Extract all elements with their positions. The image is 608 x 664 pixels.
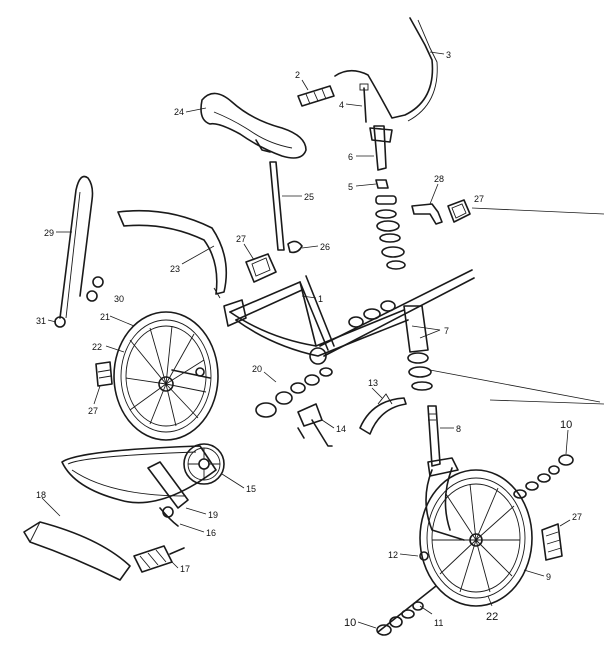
callout-12: 12: [388, 550, 398, 560]
callout-30: 30: [114, 294, 124, 304]
handlebar: [334, 17, 434, 119]
stem-bolt-head: [359, 83, 369, 91]
callout-27b: 27: [236, 234, 246, 244]
callout-13: 13: [368, 378, 378, 388]
sissy-bar: [59, 175, 94, 319]
fork-stem: [427, 405, 441, 467]
front-axle-stack-upper: [513, 454, 574, 499]
front-axle-stack-lower: [376, 585, 437, 636]
chain-guard-small: [359, 397, 407, 435]
callout-15: 15: [246, 484, 256, 494]
callout-27d: 27: [572, 512, 582, 522]
reflector-rear-wheel: [95, 361, 113, 387]
callout-14: 14: [336, 424, 346, 434]
chain-sprocket: [183, 443, 225, 485]
rear-fender: [117, 209, 228, 295]
callout-9: 9: [546, 572, 551, 582]
callout-29: 29: [44, 228, 54, 238]
callout-21: 21: [100, 312, 110, 322]
seat-post: [269, 161, 285, 251]
callout-20: 20: [252, 364, 262, 374]
lower-headset-stack: [407, 352, 601, 403]
leader-lines: [41, 51, 605, 629]
front-wheel: [419, 469, 533, 607]
crank-arm: [147, 461, 189, 509]
chain-guard: [23, 521, 131, 581]
callout-10b: 10: [344, 617, 356, 629]
front-axle-nut: [419, 551, 429, 561]
saddle: [200, 92, 307, 159]
headset-stack: [375, 195, 406, 270]
callout-7: 7: [444, 326, 449, 336]
handlebar-grip: [297, 85, 335, 107]
callout-22b: 22: [486, 611, 498, 623]
sissy-bar-bolt: [92, 276, 104, 288]
callout-10a: 10: [560, 419, 572, 431]
callout-23: 23: [170, 264, 180, 274]
callouts: 3 2 4 24 6 5 28 27 25 29 27 26 23 30 1 3…: [36, 50, 582, 629]
reflector-front: [541, 523, 563, 561]
callout-8: 8: [456, 424, 461, 434]
pedal: [133, 545, 185, 573]
seat-clamp: [287, 240, 303, 254]
callout-2: 2: [295, 70, 300, 80]
handlebar-stem: [373, 125, 387, 171]
callout-4: 4: [339, 100, 344, 110]
callout-3: 3: [446, 50, 451, 60]
callout-18: 18: [36, 490, 46, 500]
callout-19: 19: [208, 510, 218, 520]
reflector-upper: [447, 199, 471, 223]
callout-31: 31: [36, 316, 46, 326]
callout-11: 11: [434, 618, 443, 628]
rear-wheel: [113, 311, 219, 441]
front-fork: [427, 457, 459, 477]
bottom-bracket-parts: [255, 367, 333, 418]
callout-25: 25: [304, 192, 314, 202]
handlebar-edge: [407, 19, 438, 122]
callout-24: 24: [174, 107, 184, 117]
callout-16: 16: [206, 528, 216, 538]
callout-1: 1: [318, 294, 323, 304]
callout-22a: 22: [92, 342, 102, 352]
callout-28: 28: [434, 174, 444, 184]
bicycle-frame: [223, 269, 475, 365]
kickstand: [297, 403, 333, 447]
stem-nut: [375, 179, 389, 189]
callout-26: 26: [320, 242, 330, 252]
stem-bolt: [363, 87, 367, 123]
callout-5: 5: [348, 182, 353, 192]
callout-27c: 27: [88, 406, 98, 416]
callout-27a: 27: [474, 194, 484, 204]
callout-6: 6: [348, 152, 353, 162]
crank-bearings: [348, 300, 396, 328]
reflector-bracket-upper: [411, 203, 443, 225]
callout-17: 17: [180, 564, 190, 574]
reflector-rear: [245, 253, 277, 283]
